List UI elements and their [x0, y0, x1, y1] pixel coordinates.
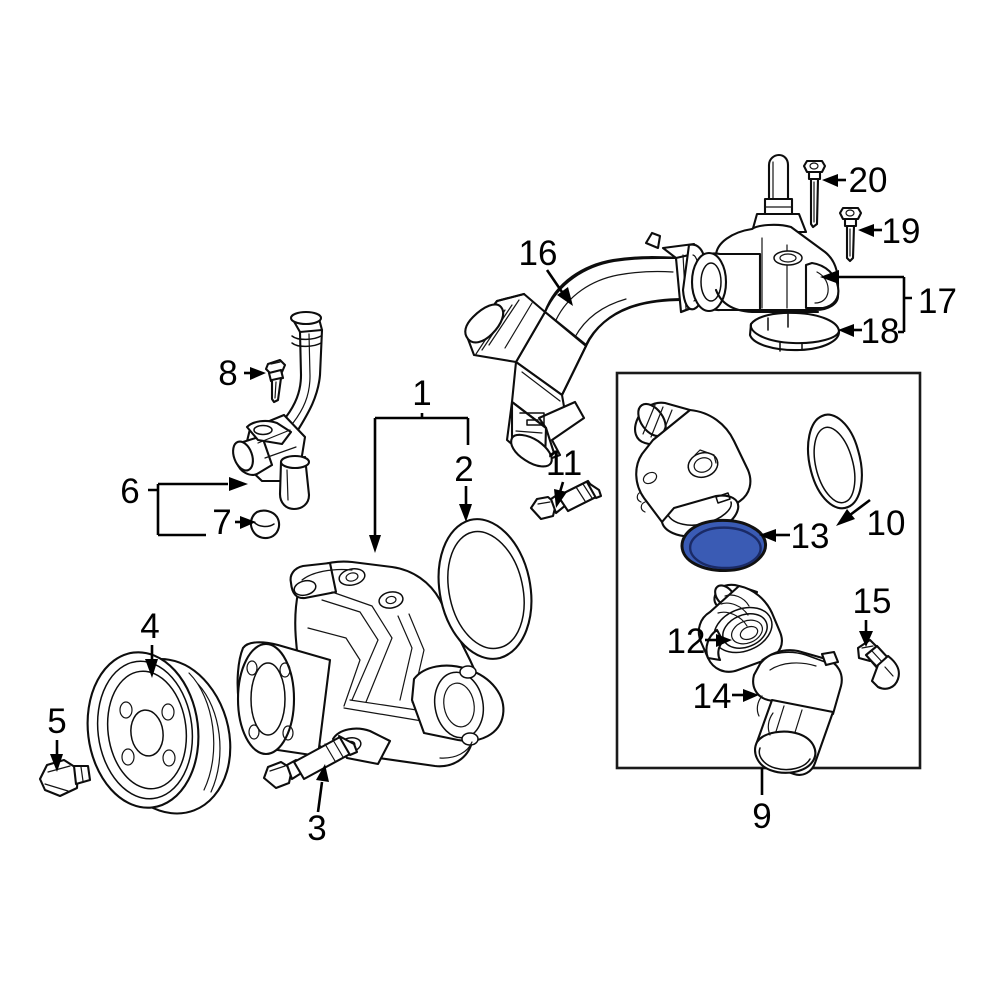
part-6-coolant-tube-assembly: [232, 310, 324, 511]
part-20-long-bolt: [802, 159, 827, 229]
callout-leader-20: [822, 174, 846, 187]
callout-leader-17: [820, 270, 912, 334]
callout-label-20: 20: [849, 161, 888, 200]
callout-leader-12: [705, 634, 732, 647]
callout-leader-5: [50, 740, 63, 772]
callout-label-11: 11: [546, 444, 582, 483]
callout-leader-14: [732, 689, 759, 702]
part-12-thermostat: [697, 583, 783, 673]
part-15-thermostat-housing-bolt: [856, 638, 900, 690]
part-13-thermostat-housing-gasket-highlighted: [680, 518, 767, 572]
callout-label-4: 4: [140, 607, 159, 646]
callout-label-12: 12: [667, 622, 706, 661]
part-19-short-bolt: [838, 206, 863, 263]
callout-label-9: 9: [752, 797, 771, 836]
callout-label-3: 3: [307, 809, 326, 848]
part-14-thermostat-housing-inlet: [752, 649, 843, 776]
part-9-thermostat-housing-body: [634, 401, 752, 538]
callout-leader-18: [838, 324, 862, 337]
callout-label-14: 14: [693, 677, 732, 716]
part-16-upper-radiator-hose: [464, 231, 707, 468]
callout-leader-8: [244, 367, 266, 380]
callout-label-2: 2: [454, 450, 473, 489]
callout-leader-10: [836, 498, 871, 526]
part-3-water-pump-mounting-bolt: [262, 734, 359, 790]
part-17-coolant-outlet-housing: [690, 153, 840, 314]
callout-label-8: 8: [218, 354, 237, 393]
callout-leader-2: [459, 486, 472, 522]
callout-leader-13: [759, 529, 790, 542]
part-10-thermostat-housing-o-ring: [807, 413, 863, 510]
callout-label-1: 1: [412, 374, 431, 413]
part-18-coolant-outlet-gasket: [748, 311, 841, 352]
callout-label-5: 5: [47, 702, 66, 741]
callout-leader-15: [859, 620, 873, 647]
part-8-retaining-bolt: [264, 358, 287, 404]
callout-label-19: 19: [882, 212, 921, 251]
callout-leader-7: [235, 516, 256, 529]
callout-label-15: 15: [853, 582, 892, 621]
part-7-coolant-tube-o-ring: [249, 509, 281, 540]
callout-label-16: 16: [519, 234, 558, 273]
callout-label-7: 7: [212, 503, 231, 542]
callout-label-18: 18: [861, 312, 900, 351]
part-4-water-pump-pulley: [86, 651, 232, 815]
callout-label-17: 17: [918, 282, 957, 321]
part-11-water-pump-bolt: [529, 479, 603, 521]
callout-leader-11: [554, 481, 567, 508]
callout-leader-19: [858, 224, 882, 237]
callout-leader-4: [145, 645, 158, 678]
callout-leader-3: [316, 764, 329, 813]
callout-label-6: 6: [120, 472, 139, 511]
part-2-water-pump-o-ring: [437, 518, 533, 660]
callout-leader-1: [369, 413, 470, 553]
callout-leader-16: [545, 269, 573, 306]
callout-leader-6: [148, 477, 248, 537]
callout-label-10: 10: [867, 504, 906, 543]
callout-label-13: 13: [791, 517, 830, 556]
part-5-pulley-bolt: [38, 758, 92, 798]
